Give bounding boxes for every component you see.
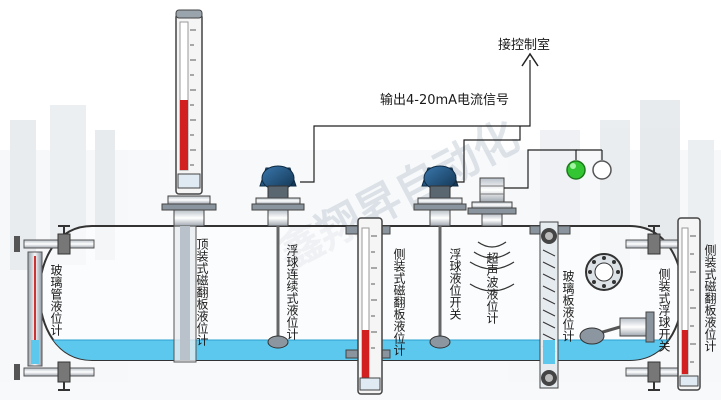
glass-plate-gauge-label: 玻璃板液位计 bbox=[561, 270, 575, 342]
float-level-switch-label: 浮球液位开关 bbox=[448, 248, 462, 320]
glass-plate-gauge bbox=[529, 221, 571, 389]
control-room-label: 接控制室 bbox=[498, 37, 550, 53]
top-magnetic-gauge-label: 顶装式磁翻板液位计 bbox=[195, 238, 209, 346]
arrow-up-icon bbox=[521, 52, 539, 67]
ultrasonic-wave-arcs bbox=[469, 241, 515, 292]
side-magnetic-gauge-middle bbox=[345, 217, 391, 395]
side-float-switch-label: 侧装式浮球开关 bbox=[657, 268, 671, 352]
glass-tube-gauge-label: 玻璃管液位计 bbox=[49, 264, 63, 336]
manhole-flange bbox=[585, 253, 623, 291]
side-float-switch bbox=[579, 311, 655, 345]
float-level-switch bbox=[413, 165, 467, 349]
float-continuous-gauge-label: 浮球连续式液位计 bbox=[285, 244, 299, 340]
side-magnetic-gauge-right-label: 侧装式磁翻板液位计 bbox=[703, 244, 717, 352]
signal-lamp-white-icon bbox=[592, 160, 612, 180]
output-signal-label: 输出4-20mA电流信号 bbox=[380, 92, 509, 108]
ultrasonic-gauge bbox=[467, 177, 517, 292]
lamp-highlight bbox=[570, 163, 576, 169]
glass-tube-gauge bbox=[14, 225, 95, 391]
float-continuous-gauge bbox=[251, 165, 305, 349]
signal-lamp-green-icon bbox=[566, 160, 586, 180]
top-magnetic-gauge bbox=[161, 9, 217, 363]
signal-wiring bbox=[300, 60, 603, 189]
gauge-scale-ticks bbox=[190, 29, 196, 166]
side-magnetic-gauge-right bbox=[625, 217, 701, 391]
ultrasonic-gauge-label: 超声波液位计 bbox=[485, 251, 499, 324]
side-magnetic-gauge-label: 侧装式磁翻板液位计 bbox=[392, 248, 406, 356]
